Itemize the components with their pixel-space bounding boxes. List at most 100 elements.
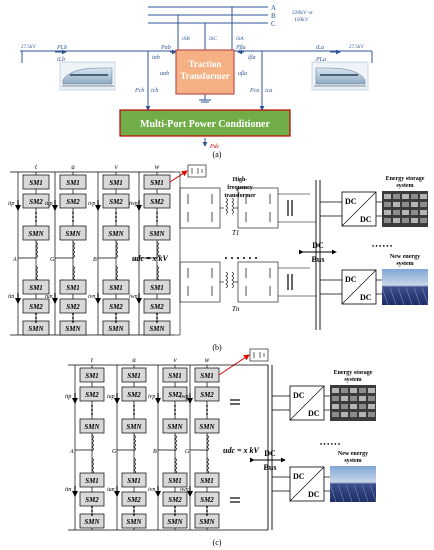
submodule-label: SMN: [65, 230, 81, 238]
dcdc-out-label: DC: [360, 215, 372, 224]
dcdc-out-label: DC: [308, 490, 320, 499]
panel-b: tSM1SM2SMNASM1SM2SMNitpitnuSM1SM2SMNGSM1…: [8, 163, 429, 352]
hf-transformer-label-2: frequency: [227, 185, 253, 191]
submodule-top: [59, 174, 87, 190]
energy-storage-image: [330, 385, 376, 421]
rectifier-bridge: [237, 261, 279, 303]
submodule-label: SMN: [108, 230, 124, 238]
submodule-bottom: [59, 279, 87, 295]
current-icb: icb: [151, 88, 158, 94]
submodule-label: SM1: [66, 284, 80, 292]
energy-storage-image: [382, 191, 428, 227]
dc-voltage-label: udc = x kV: [132, 254, 169, 263]
submodule-top: [22, 174, 50, 190]
submodule-label: SM2: [66, 303, 80, 311]
submodule-label: SMN: [65, 325, 81, 333]
submodule-bottom: [22, 298, 50, 314]
arm-current-upper: itp: [65, 394, 71, 400]
current-ilb: iLb: [57, 57, 65, 63]
submodule-bottom: [121, 491, 147, 507]
storage-label-2: system: [396, 183, 413, 189]
node-label-3: G: [134, 257, 139, 263]
submodule-top: [121, 418, 147, 434]
submodule-label: SM2: [150, 198, 164, 206]
dc-bus-label-1: DC: [312, 241, 324, 250]
dcdc-in-label: DC: [345, 197, 357, 206]
node-label-2: B: [93, 257, 97, 263]
phase-label-c: C: [271, 20, 276, 28]
dc-bus-label-2: Bus: [264, 463, 277, 472]
submodule-label: SM1: [168, 477, 182, 485]
submodule-top: [121, 367, 147, 383]
submodule-bottom: [79, 472, 105, 488]
submodule-bottom: [59, 320, 87, 336]
voltage-uba: uβa: [238, 71, 247, 77]
transformer-label-1: Traction: [189, 59, 222, 69]
arm-current-upper: iup: [45, 201, 53, 207]
submodule-label: SM2: [127, 391, 141, 399]
panel-c: tSM1SM2SMNASM1SM2SMNitpitnuSM1SM2SMNGSM1…: [65, 348, 377, 547]
submodule-bottom: [194, 513, 220, 529]
phase-label-a: A: [271, 4, 276, 12]
submodule-label: SM1: [200, 477, 214, 485]
submodule-bottom: [59, 298, 87, 314]
submodule-label: SM2: [29, 303, 43, 311]
submodule-top: [79, 386, 105, 402]
power-conditioner-box: [119, 109, 291, 137]
submodule-top: [162, 386, 188, 402]
submodule-label: SM2: [168, 391, 182, 399]
submodule-label: SMN: [126, 518, 142, 526]
arm-current-upper: iwp: [129, 201, 138, 207]
submodule-top: [102, 174, 130, 190]
storage-label-1: Energy storage: [386, 176, 425, 182]
submodule-bottom: [79, 491, 105, 507]
column-label-3: w: [205, 356, 210, 364]
inverter-bridge: [179, 261, 221, 303]
column-label-1: u: [71, 163, 75, 171]
current-iab: iαb: [152, 55, 160, 61]
arm-current-lower: iun: [107, 487, 115, 493]
transformer-tn-label: Tn: [232, 305, 240, 313]
new-energy-image: [381, 269, 429, 306]
arm-current-lower: ivn: [148, 487, 155, 493]
submodule-label: SMN: [28, 325, 44, 333]
caption-c: (c): [213, 538, 222, 547]
submodule-label: SMN: [126, 423, 142, 431]
submodule-label: SM1: [66, 179, 80, 187]
power-plb: PLb: [56, 45, 67, 51]
submodule-label: SM1: [109, 179, 123, 187]
voltage-uab: uαb: [160, 71, 169, 77]
submodule-label: SM2: [109, 303, 123, 311]
submodule-bottom: [22, 320, 50, 336]
submodule-top: [121, 386, 147, 402]
submodule-top: [143, 225, 171, 241]
submodule-bottom: [194, 472, 220, 488]
arm-current-lower: ivn: [88, 294, 95, 300]
node-label-1: G: [50, 257, 55, 263]
storage-label-1: Energy storage: [334, 370, 373, 376]
submodule-bottom: [121, 513, 147, 529]
half-bridge-icon: [249, 348, 269, 362]
submodule-top: [79, 418, 105, 434]
submodule-label: SM1: [200, 372, 214, 380]
submodule-label: SM2: [168, 496, 182, 504]
current-ica: ica: [265, 88, 272, 94]
submodule-label: SMN: [149, 325, 165, 333]
submodule-label: SM1: [150, 179, 164, 187]
column-label-0: t: [91, 356, 94, 364]
submodule-bottom: [102, 279, 130, 295]
node-label-0: A: [12, 257, 17, 263]
submodule-label: SM2: [109, 198, 123, 206]
submodule-label: SMN: [108, 325, 124, 333]
arm-current-lower: iwn: [180, 487, 189, 493]
submodule-label: SMN: [149, 230, 165, 238]
arm-current-upper: itp: [8, 201, 14, 207]
submodule-label: SMN: [28, 230, 44, 238]
submodule-top: [59, 193, 87, 209]
current-isa: iSA: [236, 36, 244, 42]
submodule-label: SM1: [127, 372, 141, 380]
arm-current-lower: iun: [45, 294, 53, 300]
submodule-label: SM1: [29, 179, 43, 187]
submodule-top: [143, 193, 171, 209]
arm-current-upper: iup: [107, 394, 115, 400]
